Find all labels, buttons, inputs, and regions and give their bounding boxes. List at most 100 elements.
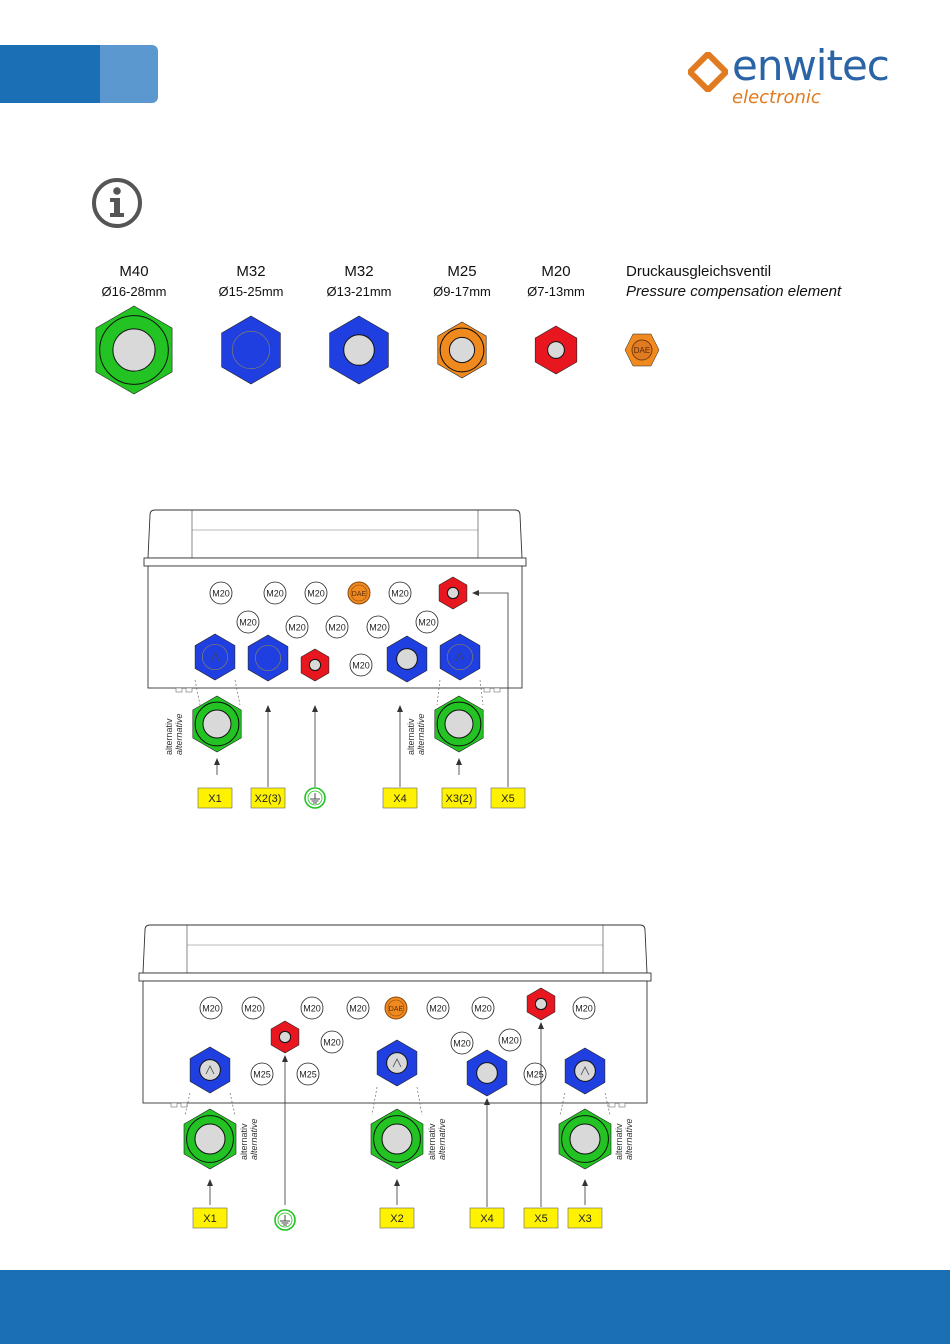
alt-guide-top-0 xyxy=(194,679,201,706)
svg-text:M20: M20 xyxy=(307,589,325,599)
svg-text:alternativ: alternativ xyxy=(427,1123,437,1160)
legend-size-4: M20 xyxy=(541,263,571,280)
legend-gland-4 xyxy=(534,325,578,375)
svg-text:X1: X1 xyxy=(208,793,221,805)
info-icon xyxy=(92,178,142,228)
label-top-x2: X2(3) xyxy=(250,787,286,809)
label-top-x5: X5 xyxy=(490,787,526,809)
hole-m20-bottom-6: M20 xyxy=(572,996,596,1020)
dae-top: DAE xyxy=(347,581,371,605)
svg-text:M20: M20 xyxy=(244,1004,262,1014)
hole-m20-top-4: M20 xyxy=(236,610,260,634)
footer-band xyxy=(0,1270,950,1344)
legend-gland-shape-3 xyxy=(437,321,487,379)
pressure-compensation-icon: DAE xyxy=(624,333,660,367)
svg-text:M20: M20 xyxy=(429,1004,447,1014)
svg-text:alternative: alternative xyxy=(416,713,426,755)
svg-text:M20: M20 xyxy=(239,618,257,628)
svg-text:alternative: alternative xyxy=(174,713,184,755)
gland-red-top-2 xyxy=(300,648,330,682)
svg-text:M25: M25 xyxy=(253,1070,271,1080)
gland-green-bottom-2 xyxy=(370,1108,424,1170)
gland-green-top-1 xyxy=(192,695,242,753)
svg-text:M20: M20 xyxy=(453,1039,471,1049)
gland-blue-bottom-1 xyxy=(189,1046,231,1094)
hole-m20-top-5: M20 xyxy=(285,615,309,639)
svg-text:X2: X2 xyxy=(390,1213,403,1225)
svg-text:alternative: alternative xyxy=(249,1118,259,1160)
svg-text:alternativ: alternativ xyxy=(164,718,174,755)
gland-green-bottom-1 xyxy=(183,1108,237,1170)
header-tab xyxy=(0,45,114,103)
hole-m20-bottom-9: M20 xyxy=(498,1028,522,1052)
hole-m20-bottom-7: M20 xyxy=(320,1030,344,1054)
dae-bottom: DAE xyxy=(384,996,408,1020)
hole-m20-top-1: M20 xyxy=(263,581,287,605)
svg-text:alternativ: alternativ xyxy=(239,1123,249,1160)
svg-text:M20: M20 xyxy=(501,1036,519,1046)
svg-text:alternative: alternative xyxy=(624,1118,634,1160)
svg-text:X4: X4 xyxy=(480,1213,493,1225)
svg-text:M20: M20 xyxy=(349,1004,367,1014)
hole-m20-top-2: M20 xyxy=(304,581,328,605)
legend-gland-shape-1 xyxy=(221,315,281,385)
pressure-element-label-en: Pressure compensation element xyxy=(626,283,842,300)
hole-m20-bottom-8: M20 xyxy=(450,1031,474,1055)
svg-text:alternativ: alternativ xyxy=(406,718,416,755)
logo-subtitle: electronic xyxy=(732,87,821,108)
svg-text:X3: X3 xyxy=(578,1213,591,1225)
legend-range-2: Ø13-21mm xyxy=(326,284,392,299)
arrow-top-x5 xyxy=(478,592,509,787)
hole-m25-bottom-2: M25 xyxy=(523,1062,547,1086)
legend-gland-0 xyxy=(95,305,173,395)
legend-range-3: Ø9-17mm xyxy=(433,284,491,299)
header-tab-accent xyxy=(100,45,158,103)
gland-blue-bottom-3 xyxy=(466,1049,508,1097)
arrow-top-x2 xyxy=(265,705,271,787)
gland-blue-top-1 xyxy=(194,633,236,681)
label-bottom-x3: X3 xyxy=(567,1207,603,1229)
svg-text:M25: M25 xyxy=(299,1070,317,1080)
svg-text:M25: M25 xyxy=(526,1070,544,1080)
label-bottom-x5: X5 xyxy=(523,1207,559,1229)
svg-text:X5: X5 xyxy=(501,793,514,805)
svg-text:M20: M20 xyxy=(303,1004,321,1014)
arrow-top-earth xyxy=(312,705,318,787)
alt-guide-top-1 xyxy=(234,679,241,706)
legend-gland-shape-4 xyxy=(534,325,578,375)
svg-text:X2(3): X2(3) xyxy=(255,793,282,805)
hole-m20-bottom-1: M20 xyxy=(241,996,265,1020)
svg-text:M20: M20 xyxy=(266,589,284,599)
svg-text:X4: X4 xyxy=(393,793,406,805)
gland-blue-bottom-4 xyxy=(564,1047,606,1095)
svg-text:M20: M20 xyxy=(369,623,387,633)
gland-blue-top-4 xyxy=(439,633,481,681)
alt-guide-top-3 xyxy=(479,679,484,706)
label-bottom-x1: X1 xyxy=(192,1207,228,1229)
gland-blue-top-2 xyxy=(247,634,289,682)
alt-guide-bottom-3 xyxy=(416,1086,423,1116)
legend-size-2: M32 xyxy=(344,263,374,280)
enwitec-logo: enwitec electronic xyxy=(688,40,918,115)
hole-m20-bottom-5: M20 xyxy=(471,996,495,1020)
legend-range-1: Ø15-25mm xyxy=(218,284,284,299)
gland-blue-top-3 xyxy=(386,635,428,683)
svg-text:alternative: alternative xyxy=(437,1118,447,1160)
svg-text:M20: M20 xyxy=(212,589,230,599)
gland-red-top-1 xyxy=(438,576,468,610)
arrow-bottom-x3 xyxy=(582,1179,588,1205)
svg-text:M20: M20 xyxy=(418,618,436,628)
alt-guide-top-2 xyxy=(436,679,441,706)
earth-icon-top xyxy=(304,787,326,809)
label-bottom-x4: X4 xyxy=(469,1207,505,1229)
hole-m20-top-6: M20 xyxy=(325,615,349,639)
arrow-bottom-earth xyxy=(282,1055,288,1205)
earth-icon-bottom xyxy=(274,1209,296,1231)
arrow-top-x3 xyxy=(456,758,462,775)
